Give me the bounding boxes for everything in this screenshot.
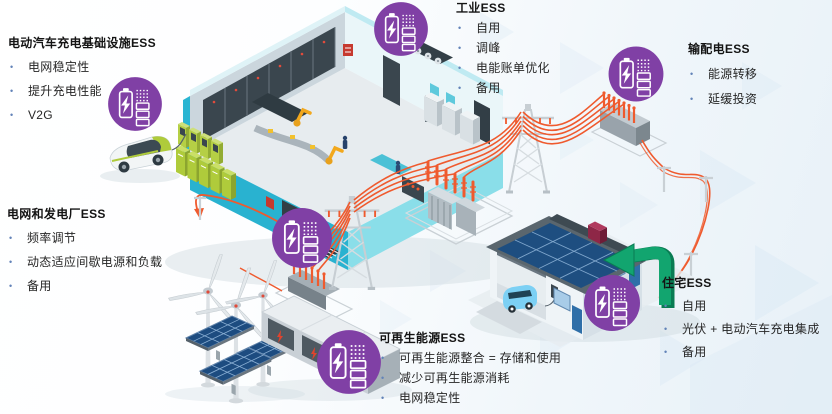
bullet-marker: • <box>381 353 385 363</box>
ev-car <box>109 133 187 173</box>
list-item-text: 能源转移 <box>708 67 758 81</box>
list-item: • 电能账单优化 <box>456 61 550 76</box>
list-item: • V2G <box>8 108 156 123</box>
list-item: • 电网稳定性 <box>379 391 561 406</box>
list-item: • 提升充电性能 <box>8 84 156 99</box>
bullet-marker: • <box>10 86 14 96</box>
bullet-marker: • <box>458 23 462 33</box>
list-item: • 减少可再生能源消耗 <box>379 371 561 386</box>
bullet-marker: • <box>458 83 462 93</box>
bullet-marker: • <box>458 43 462 53</box>
list-item-text: 调峰 <box>476 41 501 55</box>
list-item: • 光伏 + 电动汽车充电集成 <box>662 322 820 337</box>
bullet-marker: • <box>690 69 694 79</box>
list-item-text: 提升充电性能 <box>28 84 102 98</box>
bullet-marker: • <box>664 324 668 334</box>
bullet-marker: • <box>10 110 14 120</box>
list-item: • 可再生能源整合 = 存储和使用 <box>379 351 561 366</box>
list-item-text: 电能账单优化 <box>476 61 550 75</box>
ess-icon-industrial <box>373 1 429 57</box>
bullet-marker: • <box>9 281 13 291</box>
list-item-text: 光伏 + 电动汽车充电集成 <box>682 322 820 336</box>
green-energy-arrow <box>602 243 675 308</box>
list-item-text: 频率调节 <box>27 231 77 245</box>
house-with-solar-roof <box>468 214 700 347</box>
green-cabinets <box>176 145 236 200</box>
bullet-marker: • <box>381 373 385 383</box>
bullet-marker: • <box>690 94 694 104</box>
worker-figures <box>342 135 401 174</box>
section-title: 工业ESS <box>456 1 506 15</box>
list-item: • 电网稳定性 <box>8 60 156 75</box>
bullet-marker: • <box>458 63 462 73</box>
section-title: 电网和发电厂ESS <box>7 207 106 221</box>
list-item-text: 备用 <box>27 279 52 293</box>
garage-ev <box>503 285 537 313</box>
list-item-text: 自用 <box>476 21 501 35</box>
section-title: 可再生能源ESS <box>379 331 466 345</box>
bullet-marker: • <box>10 62 14 72</box>
list-item: • 动态适应间歇电源和负载 <box>7 255 162 270</box>
bullet-marker: • <box>664 347 668 357</box>
list-item: • 备用 <box>662 345 820 360</box>
list-item: • 自用 <box>456 21 550 36</box>
list-item-text: 延缓投资 <box>708 92 758 106</box>
section-ev-charging-infrastructure: 电动汽车充电基础设施ESS • 电网稳定性 • 提升充电性能 • V2G <box>8 36 156 123</box>
list-item-text: 自用 <box>682 299 707 313</box>
list-item-text: V2G <box>28 108 53 122</box>
list-item: • 延缓投资 <box>688 92 757 107</box>
section-title: 电动汽车充电基础设施ESS <box>8 36 156 50</box>
charging-stations <box>178 122 223 165</box>
ess-icon-renewable <box>316 329 382 395</box>
bullet-marker: • <box>9 233 13 243</box>
section-residential: 住宅ESS • 自用 • 光伏 + 电动汽车充电集成 • 备用 <box>662 276 820 360</box>
chimney <box>588 221 607 244</box>
section-transmission-distribution: 输配电ESS • 能源转移 • 延缓投资 <box>688 42 757 107</box>
list-item-text: 动态适应间歇电源和负载 <box>27 255 163 269</box>
distribution-poles <box>194 166 713 276</box>
section-grid-power-plant: 电网和发电厂ESS • 频率调节 • 动态适应间歇电源和负载 • 备用 <box>7 207 162 294</box>
list-item-text: 减少可再生能源消耗 <box>399 371 510 385</box>
ess-icon-grid-power-plant <box>271 207 333 269</box>
section-title: 输配电ESS <box>688 42 750 56</box>
list-item-text: 备用 <box>476 81 501 95</box>
list-item-text: 备用 <box>682 345 707 359</box>
list-item-text: 电网稳定性 <box>28 60 90 74</box>
ess-icon-transmission-distribution <box>607 45 665 103</box>
list-item: • 调峰 <box>456 41 550 56</box>
section-title: 住宅ESS <box>662 276 712 290</box>
ess-icon-residential <box>583 274 641 332</box>
list-item: • 备用 <box>456 81 550 96</box>
factory <box>176 6 503 270</box>
list-item: • 频率调节 <box>7 231 162 246</box>
bullet-marker: • <box>381 393 385 403</box>
section-industrial: 工业ESS • 自用 • 调峰 • 电能账单优化 • 备用 <box>456 1 550 96</box>
bullet-marker: • <box>9 257 13 267</box>
list-item-text: 电网稳定性 <box>399 391 461 405</box>
list-item: • 备用 <box>7 279 162 294</box>
list-item: • 自用 <box>662 299 820 314</box>
bullet-marker: • <box>664 301 668 311</box>
list-item: • 能源转移 <box>688 67 757 82</box>
list-item-text: 可再生能源整合 = 存储和使用 <box>399 351 562 365</box>
section-renewable-energy: 可再生能源ESS • 可再生能源整合 = 存储和使用 • 减少可再生能源消耗 • 电网… <box>379 331 561 406</box>
